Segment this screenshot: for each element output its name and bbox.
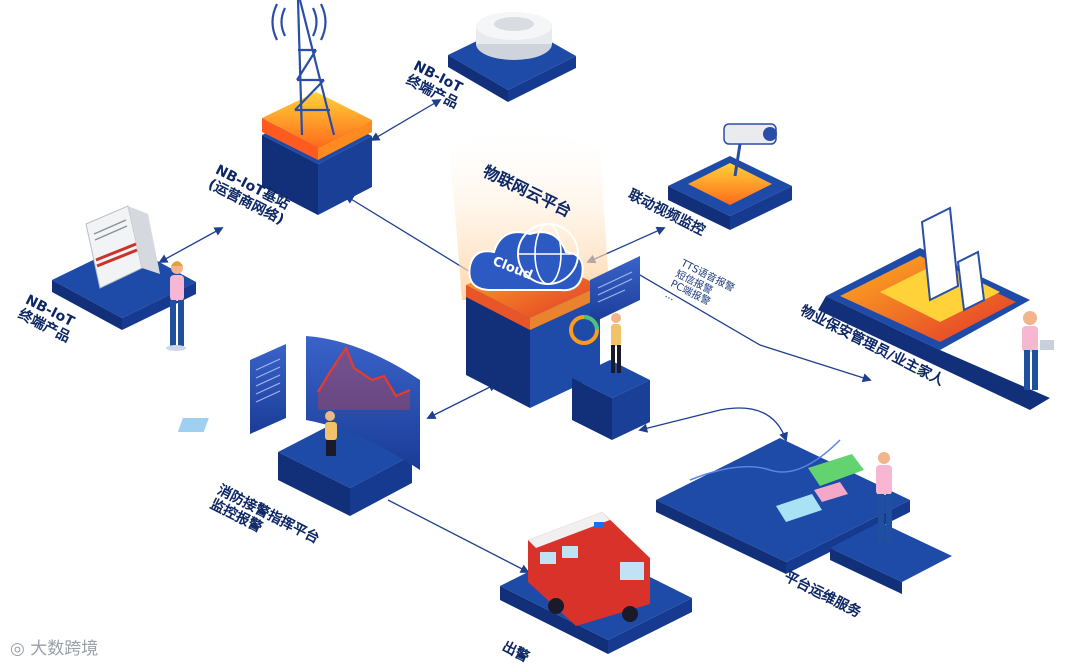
watermark-text: 大数跨境	[30, 639, 99, 659]
tablet-icon	[920, 206, 986, 312]
watermark-logo-icon: ◎	[10, 639, 31, 659]
detector-stripe-icon	[95, 242, 138, 268]
watermark: ◎ 大数跨境	[10, 634, 98, 659]
person-center-icon	[611, 313, 621, 373]
dispatch-node	[500, 512, 692, 654]
cloud-platform-node	[450, 118, 610, 408]
person-ops-icon	[876, 452, 892, 542]
cloud-side-screens	[569, 256, 650, 440]
link-base-to-top-terminal	[370, 99, 442, 141]
ops-service-node	[656, 438, 952, 594]
antenna-tower-icon	[271, 0, 336, 136]
person-operator-icon	[325, 411, 337, 456]
link-left-terminal-to-base	[158, 227, 224, 263]
link-fire-platform-to-cloud	[426, 383, 498, 419]
person-left-icon	[166, 261, 186, 351]
fire-platform-node	[177, 336, 420, 516]
base-station-node	[262, 0, 372, 215]
fire-truck-icon	[528, 512, 650, 626]
property-manager-node	[818, 206, 1054, 410]
video-monitor-node	[668, 123, 792, 230]
left-terminal-node	[52, 205, 196, 330]
smoke-detector-node	[448, 12, 576, 102]
cloud-icon	[468, 223, 584, 292]
link-ops-to-cloud	[638, 407, 788, 442]
link-base-to-cloud	[344, 195, 482, 279]
camera-icon	[723, 123, 777, 177]
person-right-icon	[1022, 311, 1054, 390]
link-cloud-to-manager	[627, 267, 872, 383]
link-fire-to-dispatch	[387, 499, 530, 573]
